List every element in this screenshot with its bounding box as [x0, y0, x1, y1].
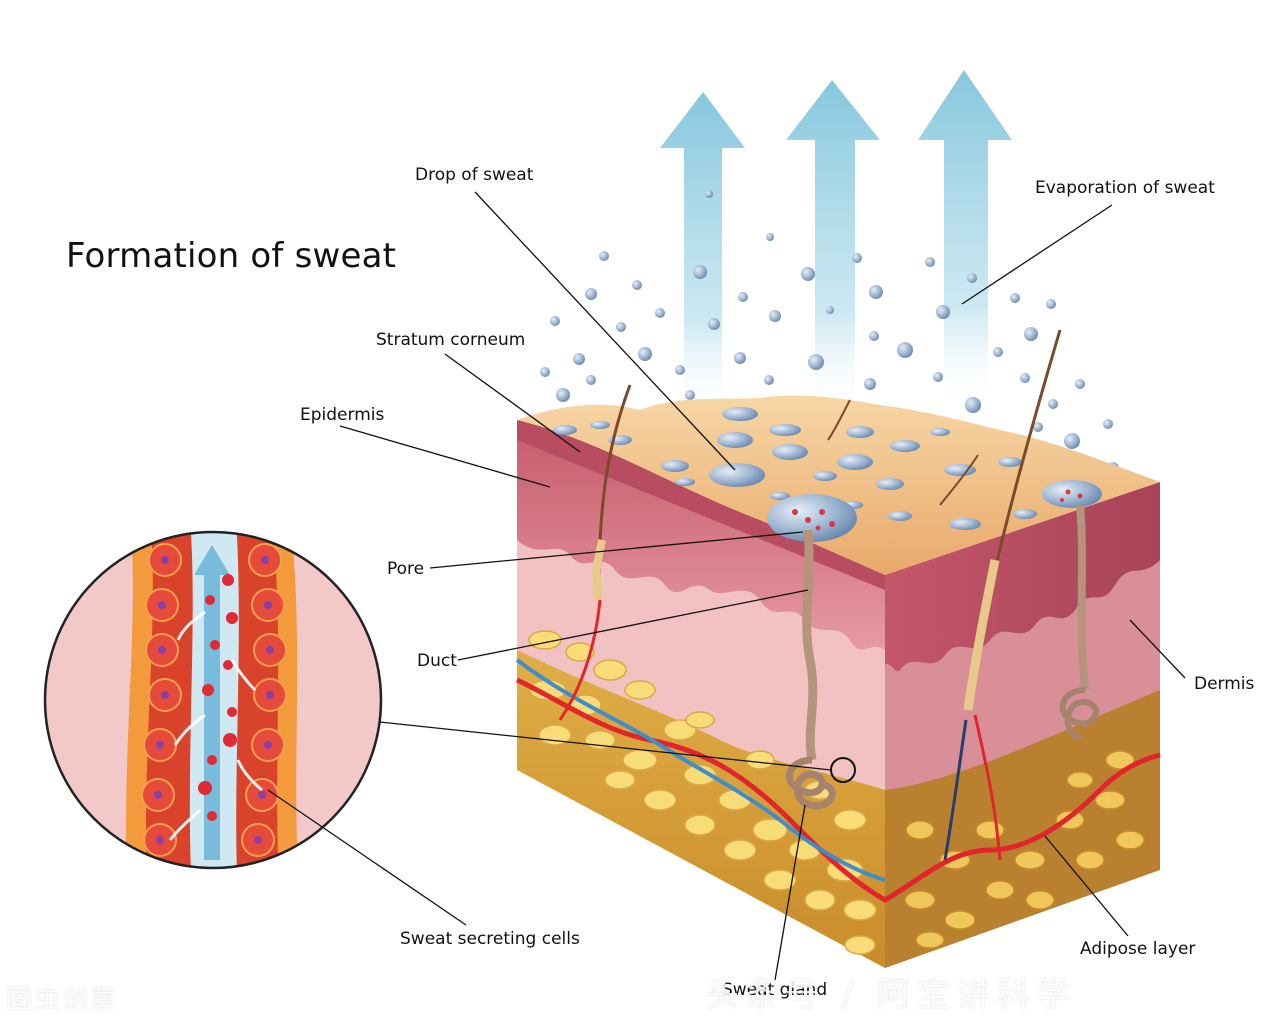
label-pore: Pore: [387, 559, 425, 579]
leader-lines: [267, 191, 1186, 981]
evaporation-arrow-3: [918, 70, 1012, 410]
pore-drop-right: [1042, 480, 1102, 508]
label-adipose-layer: Adipose layer: [1080, 939, 1196, 959]
skin-surface: [517, 395, 1160, 575]
evaporating-droplets: [540, 190, 1119, 474]
evaporation-arrows: [660, 70, 1012, 420]
magnified-inset: [43, 530, 383, 870]
adipose-side: [885, 690, 1160, 968]
diagram-title: Formation of sweat: [66, 236, 397, 276]
pore-drop: [767, 494, 857, 542]
evaporation-arrow-1: [660, 92, 745, 420]
label-stratum-corneum: Stratum corneum: [376, 330, 526, 350]
label-sweat-gland: Sweat gland: [722, 980, 828, 1000]
label-epidermis: Epidermis: [300, 405, 385, 425]
evaporation-arrow-2: [786, 80, 880, 415]
vein: [515, 658, 886, 882]
label-sweat-secreting-cells: Sweat secreting cells: [400, 929, 580, 949]
label-dermis: Dermis: [1194, 674, 1255, 694]
sweat-duct: [802, 529, 818, 761]
skin-block: [515, 329, 1161, 968]
label-evaporation: Evaporation of sweat: [1035, 178, 1215, 198]
epidermis-side: [885, 482, 1160, 672]
label-drop-of-sweat: Drop of sweat: [415, 165, 534, 185]
watermark-left: 图虫创意: [6, 985, 119, 1015]
label-duct: Duct: [417, 651, 457, 671]
sweat-gland-coil: [785, 756, 836, 810]
watermark-right: 头条号 / 阿宝讲科学: [705, 975, 1077, 1015]
